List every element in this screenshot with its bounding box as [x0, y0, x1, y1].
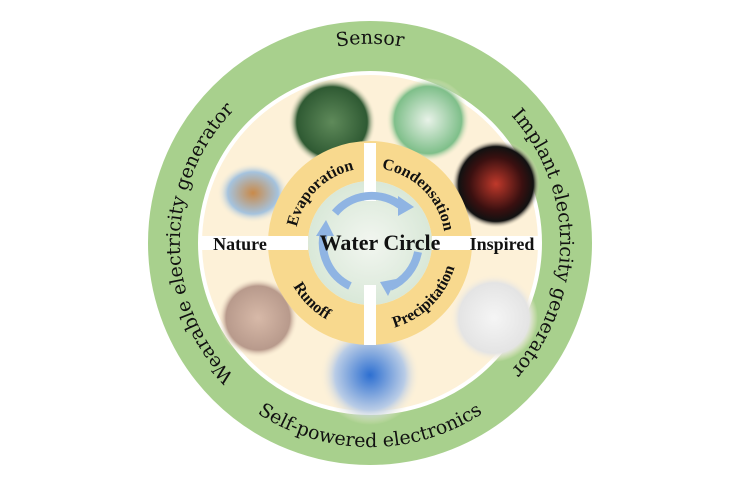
outer-ring [148, 21, 592, 465]
label-inspired: Inspired [470, 234, 535, 254]
divider-right [432, 236, 540, 250]
pitcher-plant-photo [452, 140, 540, 228]
center-title: Water Circle [320, 230, 441, 255]
cycle-arrows [318, 191, 422, 291]
arrowhead-right-icon [380, 279, 396, 296]
wood-water-photo [217, 163, 289, 223]
arrowhead-top-icon [398, 196, 414, 216]
divider-left [200, 236, 308, 250]
label-sensor: Sensor [334, 27, 406, 52]
condensation-photo [386, 78, 470, 162]
arrowhead-left-icon [316, 220, 334, 236]
label-nature: Nature [213, 234, 267, 254]
arrow-top-icon [331, 191, 403, 216]
divider-bottom [364, 285, 376, 345]
arrow-left-icon [318, 231, 352, 290]
divider-top [364, 143, 376, 201]
runoff-device-photo [320, 325, 420, 425]
wearable-device-photo [218, 278, 298, 358]
arrow-right-icon [388, 251, 422, 291]
panda-bamboo-photo [450, 274, 538, 362]
